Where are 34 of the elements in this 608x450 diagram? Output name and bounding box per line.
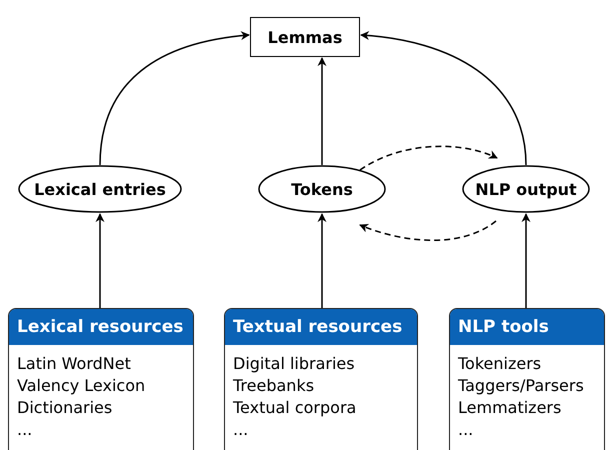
card-header: Lexical resources (9, 309, 193, 345)
card-header: NLP tools (450, 309, 604, 345)
arrow (99, 31, 250, 166)
ellipse-node (18, 165, 182, 213)
list-item: Textual corpora (232, 397, 358, 419)
node-label: NLP output (475, 180, 577, 198)
arrow (96, 213, 104, 308)
list-item: Latin WordNet (16, 353, 132, 375)
list-item: ... (457, 419, 474, 441)
list-item: Digital libraries (232, 353, 356, 375)
resource-card (449, 308, 605, 450)
list-item: Valency Lexicon (16, 375, 146, 397)
node-label: Lemmas (268, 28, 342, 46)
arrow (522, 213, 530, 308)
list-item: ... (232, 419, 250, 441)
node-label: Tokens (291, 180, 353, 198)
list-item: Lemmatizers (457, 397, 562, 419)
ellipse-node (462, 165, 590, 213)
arrow (318, 213, 326, 308)
card-header: Textual resources (225, 309, 417, 345)
node-label: Lexical entries (34, 180, 166, 198)
list-item: ... (16, 419, 34, 441)
arrow (318, 57, 326, 165)
ellipse-node (258, 165, 386, 213)
list-item: Treebanks (232, 375, 316, 397)
resource-card (8, 308, 194, 450)
list-item: Tokenizers (457, 353, 542, 375)
arrow (359, 220, 496, 241)
arrow (360, 146, 498, 171)
resource-card (224, 308, 418, 450)
arrow (360, 31, 527, 166)
process-box (250, 17, 360, 57)
list-item: Dictionaries (16, 397, 114, 419)
list-item: Taggers/Parsers (457, 375, 585, 397)
